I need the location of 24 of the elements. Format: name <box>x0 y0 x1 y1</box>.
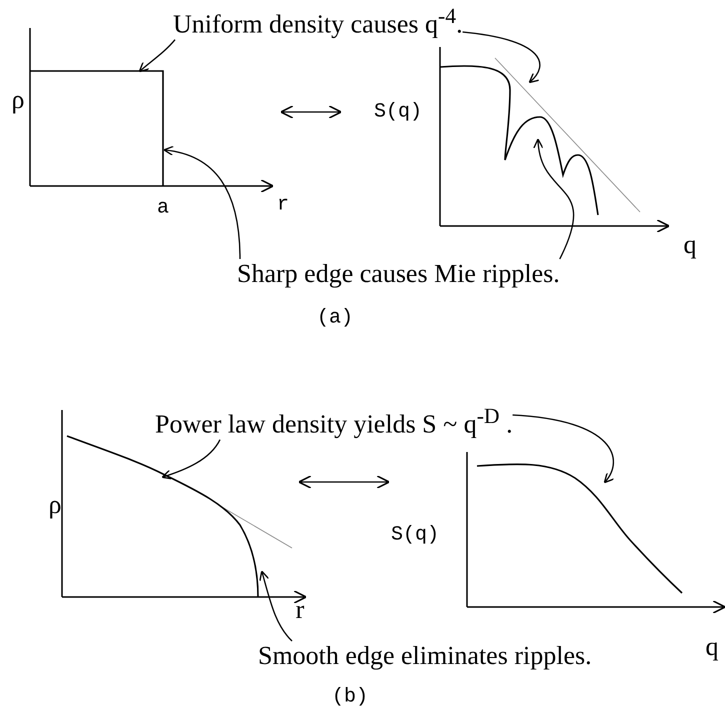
axis-label: a <box>157 196 169 220</box>
axis-label: r <box>277 194 289 216</box>
annotation: Sharp edge causes Mie ripples. <box>237 259 560 289</box>
axis-label: r <box>296 595 304 625</box>
annotation: Uniform density causes q$^{-4}$. <box>173 4 463 40</box>
leader-arrow <box>161 439 221 480</box>
axis-label: ρ <box>12 85 24 115</box>
axis-label: q <box>706 632 718 662</box>
leader-arrow <box>259 570 292 642</box>
leader-arrow <box>512 414 614 484</box>
annotation: Smooth edge eliminates ripples. <box>258 641 592 671</box>
scattering-plot-drawing <box>439 47 670 233</box>
axis-label: S(q) <box>391 524 439 546</box>
axis-label: S(q) <box>374 100 422 124</box>
panel-label: (a) <box>317 306 353 330</box>
axis-label: ρ <box>48 490 62 520</box>
panel-label: (b) <box>332 686 368 708</box>
leader-arrow <box>163 146 241 260</box>
leader-arrow <box>462 31 540 84</box>
leader-arrow <box>534 138 574 260</box>
axis-label: q <box>684 230 696 260</box>
leader-arrow <box>138 39 176 72</box>
scattering-plot-drawing <box>466 452 725 614</box>
annotation: Power law density yields S ~ q$^{-D}$ . <box>155 404 513 440</box>
